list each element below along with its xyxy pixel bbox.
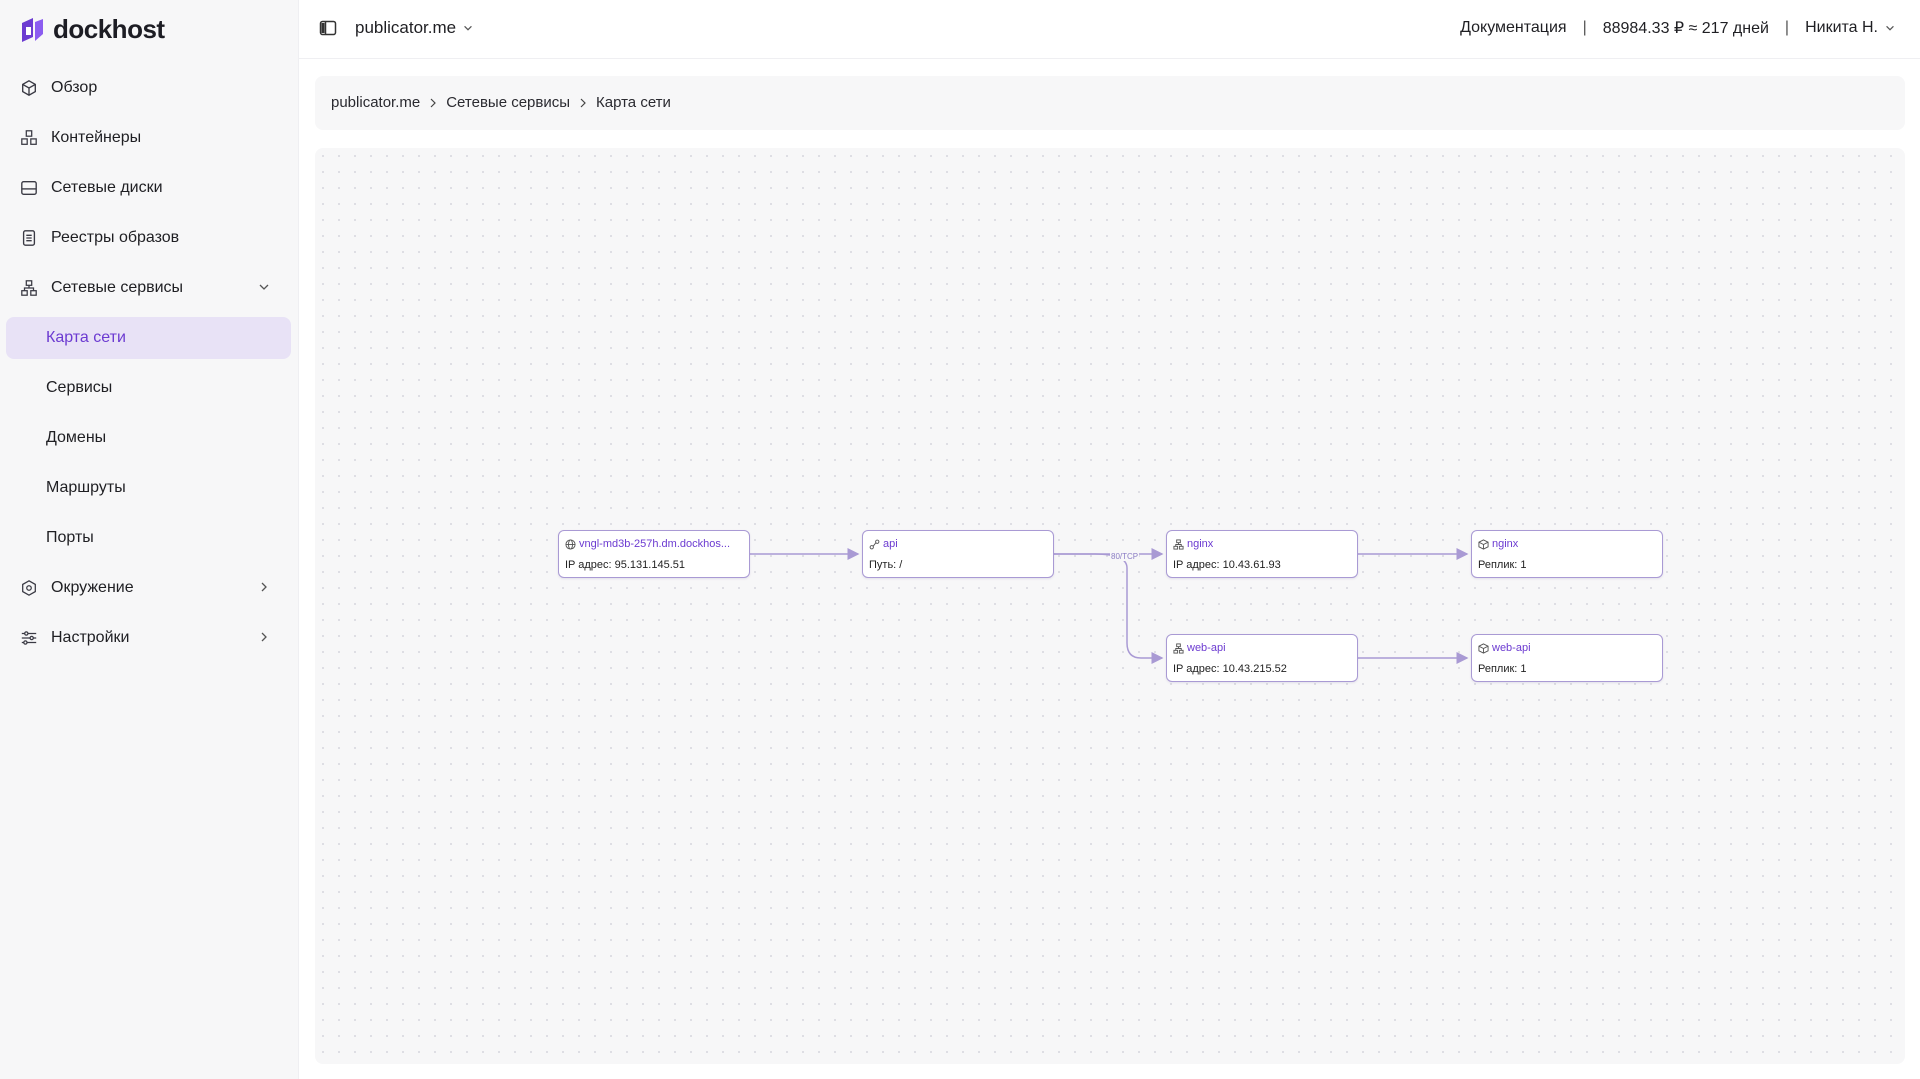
sidebar-item-label: Контейнеры	[51, 129, 142, 146]
environment-icon	[19, 578, 39, 598]
sidebar-item-ports[interactable]: Порты	[6, 517, 291, 559]
network-map-canvas[interactable]: 80/TCP vngl-md3b-257h.dm.dockhos... IP а…	[315, 148, 1905, 1064]
node-title: web-api	[1478, 642, 1531, 654]
chevron-down-icon	[1886, 25, 1894, 31]
sidebar-item-network-map[interactable]: Карта сети	[6, 317, 291, 359]
network-icon	[19, 278, 39, 298]
sidebar: dockhost Обзор Контейнеры Сетевые диски …	[0, 0, 299, 1079]
node-domain[interactable]: vngl-md3b-257h.dm.dockhos... IP адрес: 9…	[558, 530, 750, 578]
chevron-down-icon	[259, 284, 269, 290]
node-subtitle: IP адрес: 10.43.61.93	[1173, 559, 1281, 571]
balance[interactable]: 88984.33 ₽ ≈ 217 дней	[1602, 20, 1769, 37]
service-icon	[1173, 538, 1184, 550]
breadcrumb: publicator.me Сетевые сервисы Карта сети	[331, 94, 671, 111]
chevron-down-icon	[464, 25, 472, 31]
containers-icon	[19, 128, 39, 148]
sidebar-item-label: Обзор	[51, 79, 98, 96]
docs-link[interactable]: Документация	[1460, 19, 1567, 36]
sidebar-item-registries[interactable]: Реестры образов	[6, 217, 291, 259]
sidebar-item-label: Карта сети	[46, 329, 126, 346]
service-icon	[1173, 642, 1184, 654]
settings-icon	[19, 628, 39, 648]
project-name: publicator.me	[355, 18, 457, 37]
sidebar-item-disks[interactable]: Сетевые диски	[6, 167, 291, 209]
node-title: web-api	[1173, 642, 1226, 654]
chevron-right-icon	[261, 632, 267, 642]
node-service-nginx[interactable]: nginx IP адрес: 10.43.61.93	[1166, 530, 1358, 578]
sidebar-item-label: Домены	[46, 429, 107, 446]
node-container-webapi[interactable]: web-api Реплик: 1	[1471, 634, 1663, 682]
dockhost-logo-icon	[22, 17, 43, 42]
sidebar-item-containers[interactable]: Контейнеры	[6, 117, 291, 159]
registry-icon	[19, 228, 39, 248]
network-edges	[750, 548, 1469, 664]
project-selector[interactable]: publicator.me	[355, 18, 474, 38]
breadcrumb-bar: publicator.me Сетевые сервисы Карта сети	[315, 76, 1905, 130]
node-title-text: nginx	[1492, 538, 1519, 550]
node-title: nginx	[1173, 538, 1213, 550]
cube-icon	[19, 78, 39, 98]
sidebar-item-label: Настройки	[51, 629, 130, 646]
chevron-right-icon	[430, 98, 437, 107]
breadcrumb-item[interactable]: publicator.me	[331, 94, 421, 111]
sidebar-item-services[interactable]: Сервисы	[6, 367, 291, 409]
sidebar-item-label: Сетевые сервисы	[51, 279, 184, 296]
node-title-text: api	[883, 538, 898, 550]
chevron-right-icon	[580, 98, 586, 107]
sidebar-item-label: Сетевые диски	[51, 179, 163, 196]
node-service-webapi[interactable]: web-api IP адрес: 10.43.215.52	[1166, 634, 1358, 682]
sidebar-item-label: Окружение	[51, 579, 134, 596]
sidebar-item-domains[interactable]: Домены	[6, 417, 291, 459]
sidebar-item-label: Порты	[46, 529, 94, 546]
node-route[interactable]: api Путь: /	[862, 530, 1054, 578]
node-subtitle: IP адрес: 95.131.145.51	[565, 559, 685, 571]
logo-text: dockhost	[53, 14, 165, 44]
disk-icon	[19, 178, 39, 198]
separator: |	[1582, 19, 1587, 36]
node-subtitle: IP адрес: 10.43.215.52	[1173, 663, 1287, 675]
route-icon	[869, 539, 880, 549]
node-title-text: web-api	[1492, 642, 1531, 654]
container-icon	[1478, 538, 1489, 550]
node-title: vngl-md3b-257h.dm.dockhos...	[565, 538, 730, 550]
globe-icon	[565, 538, 576, 550]
node-title: api	[869, 538, 898, 550]
node-subtitle: Реплик: 1	[1478, 559, 1527, 571]
sidebar-item-label: Сервисы	[46, 379, 113, 396]
sidebar-item-settings[interactable]: Настройки	[6, 617, 291, 659]
sidebar-nav: Обзор Контейнеры Сетевые диски Реестры о…	[6, 67, 291, 667]
edge-port-label: 80/TCP	[1110, 552, 1140, 561]
edge-route-webapi	[1054, 553, 1164, 664]
node-subtitle: Путь: /	[869, 559, 903, 571]
node-subtitle: Реплик: 1	[1478, 663, 1527, 675]
sidebar-item-label: Реестры образов	[51, 229, 180, 246]
container-icon	[1478, 642, 1489, 654]
node-title: nginx	[1478, 538, 1518, 550]
sidebar-item-environment[interactable]: Окружение	[6, 567, 291, 609]
logo[interactable]: dockhost	[19, 14, 165, 45]
top-header: publicator.me Документация | 88984.33 ₽ …	[299, 0, 1920, 59]
user-name: Никита Н.	[1805, 19, 1878, 36]
sidebar-item-label: Маршруты	[46, 479, 126, 496]
node-title-text: vngl-md3b-257h.dm.dockhos...	[579, 538, 731, 550]
separator: |	[1784, 19, 1790, 36]
node-title-text: web-api	[1187, 642, 1226, 654]
header-right: Документация | 88984.33 ₽ ≈ 217 дней | Н…	[1460, 18, 1896, 38]
breadcrumb-item[interactable]: Сетевые сервисы	[446, 94, 571, 111]
breadcrumb-current: Карта сети	[596, 94, 671, 111]
chevron-right-icon	[261, 582, 267, 592]
node-title-text: nginx	[1187, 538, 1214, 550]
sidebar-item-overview[interactable]: Обзор	[6, 67, 291, 109]
sidebar-item-network-services[interactable]: Сетевые сервисы	[6, 267, 291, 309]
sidebar-item-routes[interactable]: Маршруты	[6, 467, 291, 509]
node-container-nginx[interactable]: nginx Реплик: 1	[1471, 530, 1663, 578]
user-menu[interactable]: Никита Н.	[1805, 19, 1896, 37]
sidebar-toggle-icon[interactable]	[319, 19, 337, 37]
